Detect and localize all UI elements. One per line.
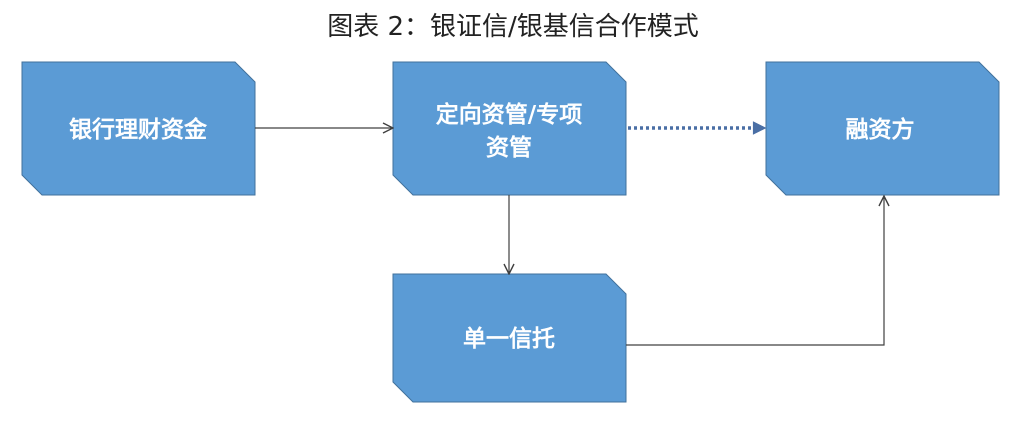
node-directional-label-line2: 资管: [486, 134, 532, 161]
node-financier: 融资方: [765, 61, 1000, 196]
node-directional-shape: [392, 61, 627, 196]
node-bank-funds-label: 银行理财资金: [69, 116, 208, 143]
diagram-title: 图表 2：银证信/银基信合作模式: [327, 12, 699, 42]
node-bank-funds: 银行理财资金: [21, 61, 256, 196]
node-single-trust: 单一信托: [392, 273, 627, 403]
node-financier-label: 融资方: [846, 116, 915, 143]
node-financier-shape: [765, 61, 1000, 196]
edge-trust-to-financier: [626, 196, 884, 346]
node-bank-funds-shape: [21, 61, 256, 196]
node-directional-label-line1: 定向资管/专项: [436, 101, 582, 128]
node-single-trust-shape: [392, 273, 627, 403]
node-single-trust-label: 单一信托: [463, 325, 555, 352]
node-directional-asset-mgmt: 定向资管/专项 资管: [392, 61, 627, 196]
